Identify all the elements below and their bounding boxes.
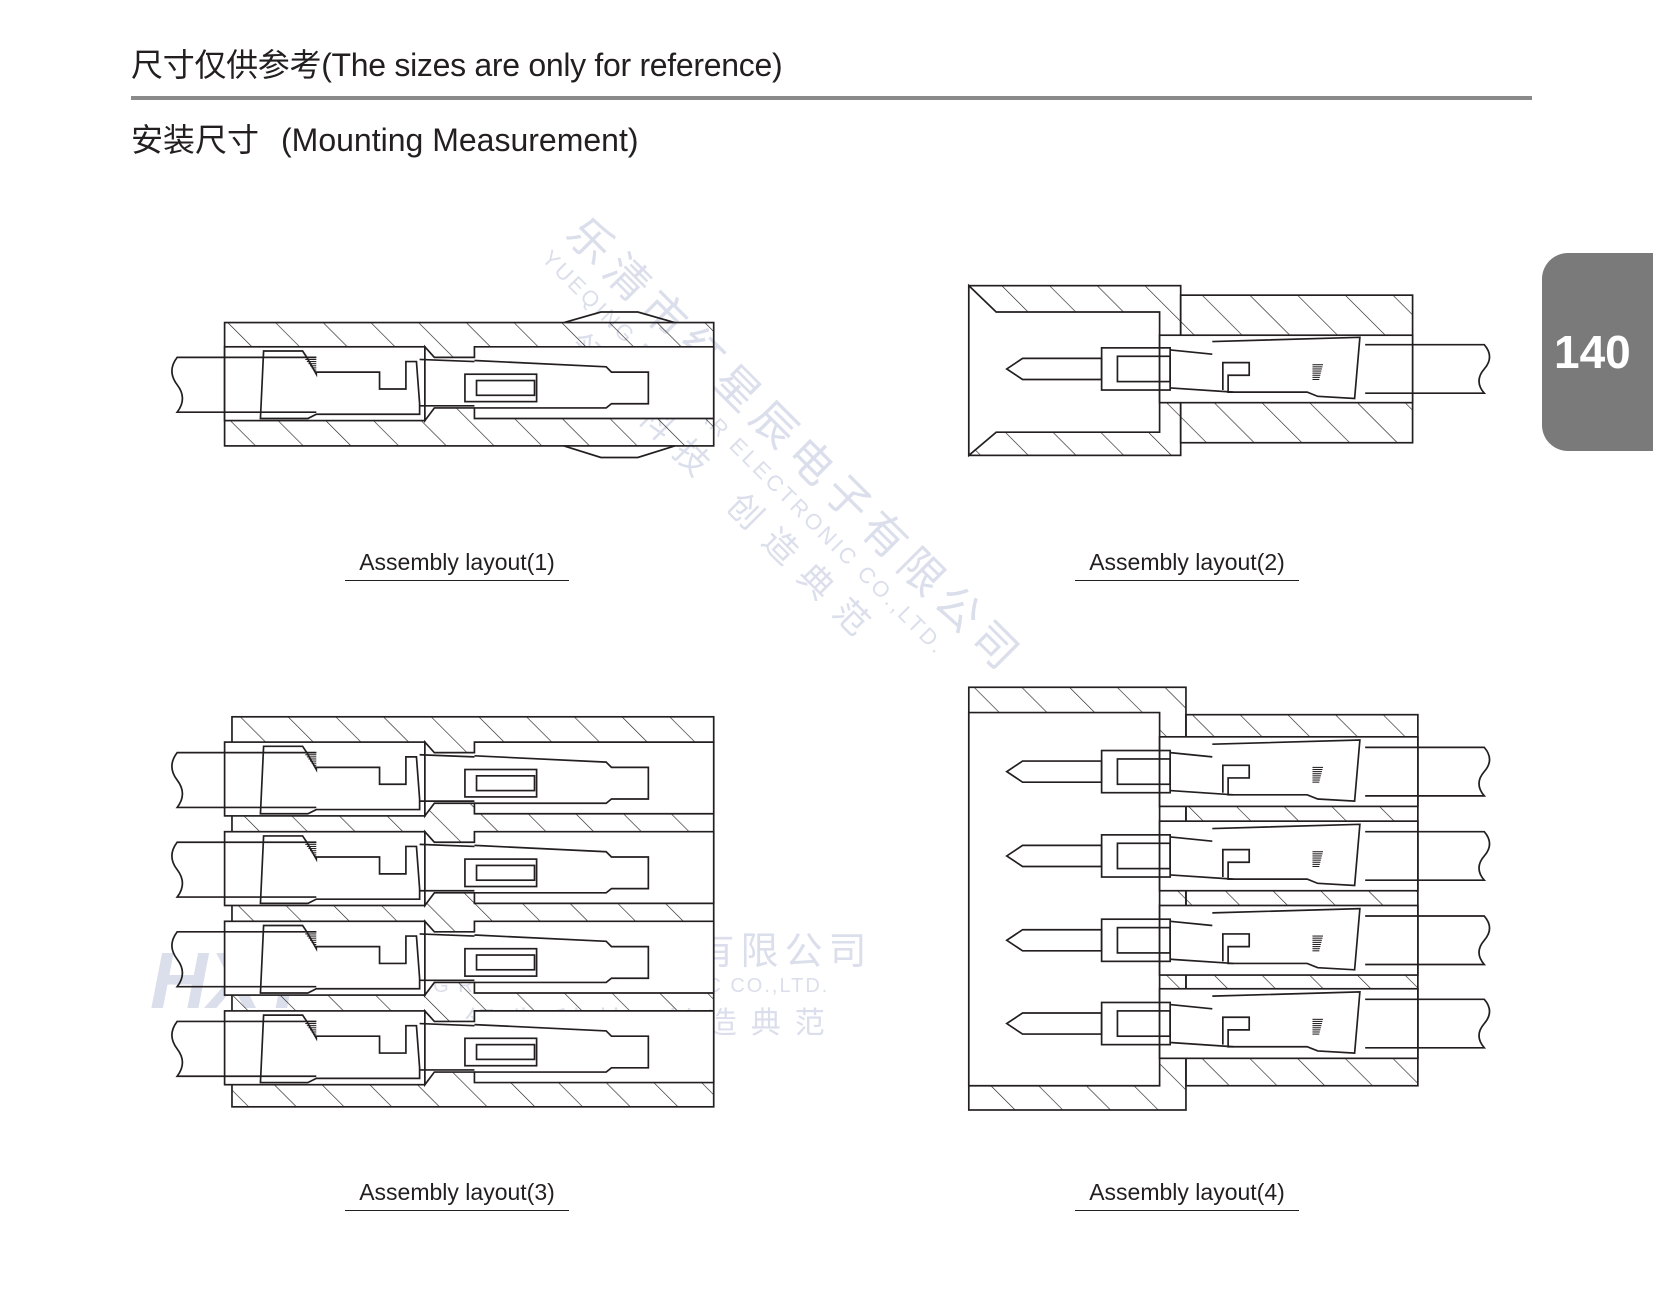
figure-caption-1: Assembly layout(1) <box>345 549 569 581</box>
pin-socket <box>464 858 538 888</box>
header-divider <box>131 96 1532 100</box>
figure-caption-2: Assembly layout(2) <box>1075 549 1299 581</box>
pin-collar <box>1116 758 1171 786</box>
receptacle-contact <box>474 844 650 894</box>
figure-caption-4: Assembly layout(4) <box>1075 1179 1299 1211</box>
crimp-serrations-icon <box>303 841 317 858</box>
housing-cavity <box>223 345 426 422</box>
pin-socket <box>475 864 536 882</box>
contact-spring <box>419 1022 475 1027</box>
receptacle-contact <box>474 934 650 984</box>
contact-spring <box>1170 789 1234 796</box>
wire <box>1365 830 1491 882</box>
contact-spring <box>1170 920 1213 927</box>
contact-spring <box>419 358 475 363</box>
section-title-cn: 安装尺寸 <box>131 122 260 158</box>
receptacle-contact <box>474 754 650 805</box>
wire <box>171 751 317 809</box>
crimp-terminal <box>1212 823 1361 887</box>
contact-spring <box>419 843 475 848</box>
contact-spring <box>1170 387 1234 393</box>
male-pin <box>1005 928 1103 952</box>
contact-spring <box>1170 1041 1234 1048</box>
assembly-layout-2-drawing <box>967 283 1491 458</box>
header-cavity <box>967 283 1161 458</box>
crimp-serrations-icon <box>303 1020 317 1037</box>
crimp-terminal <box>1212 739 1361 803</box>
contact-spring <box>419 753 475 758</box>
male-pin <box>1005 357 1103 381</box>
crimp-serrations-icon <box>1312 851 1323 868</box>
wire <box>171 841 317 898</box>
receptacle-contact <box>474 359 650 409</box>
pin-collar <box>1116 926 1171 954</box>
pin-socket <box>464 1037 538 1067</box>
latch-bump <box>563 311 675 459</box>
contact-spring <box>1170 349 1213 356</box>
crimp-terminal <box>1212 907 1361 971</box>
page-number-tab: 140 <box>1542 253 1653 451</box>
pin-socket <box>464 373 538 403</box>
wire <box>171 930 317 988</box>
male-pin <box>1005 844 1103 868</box>
pin-socket <box>475 954 536 971</box>
male-pin <box>1005 760 1103 783</box>
contact-spring <box>1170 751 1213 758</box>
pin-socket <box>475 1043 536 1061</box>
housing-cavity <box>223 920 426 996</box>
crimp-serrations-icon <box>303 356 317 373</box>
crimp-terminal <box>1212 336 1361 400</box>
pin-collar <box>1116 842 1171 870</box>
crimp-serrations-icon <box>303 752 317 768</box>
contact-spring <box>419 933 475 937</box>
section-title-en: (Mounting Measurement) <box>281 122 639 158</box>
crimp-terminal <box>1212 991 1361 1054</box>
pin-collar <box>1116 355 1171 383</box>
wire <box>1365 343 1491 395</box>
assembly-layout-1-drawing <box>171 311 715 459</box>
contact-spring <box>1170 874 1234 880</box>
crimp-serrations-icon <box>1312 364 1323 381</box>
pin-socket <box>475 379 536 397</box>
page-title: 尺寸仅供参考(The sizes are only for reference) <box>131 47 783 83</box>
assembly-layout-4-drawing <box>967 686 1491 1111</box>
contact-spring <box>1170 1003 1213 1010</box>
housing-cavity <box>223 1010 426 1086</box>
section-title: 安装尺寸 (Mounting Measurement) <box>131 115 639 161</box>
wire <box>171 356 317 414</box>
pin-collar <box>1116 1010 1171 1038</box>
crimp-serrations-icon <box>1312 1018 1323 1035</box>
male-pin <box>1005 1012 1103 1035</box>
housing-cavity <box>1158 820 1419 892</box>
pin-socket <box>464 768 538 798</box>
crimp-serrations-icon <box>1312 766 1323 783</box>
crimp-serrations-icon <box>303 931 317 948</box>
pin-socket <box>475 774 536 792</box>
receptacle-contact <box>474 1023 650 1073</box>
housing-cavity <box>223 830 426 907</box>
wire <box>1365 746 1491 797</box>
assembly-layout-3-drawing <box>171 715 715 1108</box>
crimp-serrations-icon <box>1312 935 1323 952</box>
figure-caption-3: Assembly layout(3) <box>345 1179 569 1211</box>
wire <box>171 1020 317 1078</box>
housing-cavity <box>223 741 426 817</box>
header-cavity <box>967 711 1161 1087</box>
contact-spring <box>1170 836 1213 843</box>
pin-socket <box>464 947 538 977</box>
wire <box>1365 915 1491 966</box>
wire <box>1365 998 1491 1049</box>
contact-spring <box>1170 958 1234 965</box>
